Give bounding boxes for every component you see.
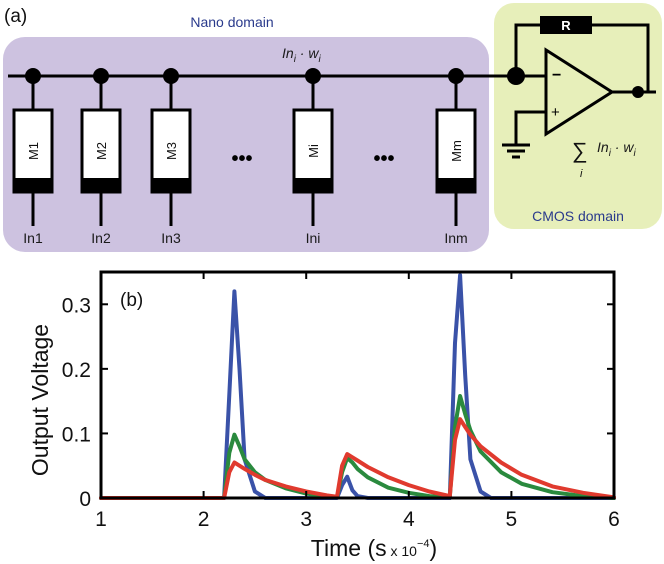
y-tick-label: 0 — [79, 488, 91, 511]
series-line-2 — [99, 394, 616, 500]
input-label: Ini — [306, 230, 321, 246]
noninverting-input-wire — [514, 110, 546, 145]
y-axis-label: Output Voltage — [27, 324, 53, 476]
output-voltage-chart: 1 2 3 4 5 6 0 0.1 0.2 0.3 (b) Output Voltage Time… — [27, 270, 620, 561]
chart-plot-area: 1 2 3 4 5 6 0 0.1 0.2 0.3 — [62, 270, 620, 531]
summation-symbol: ∑ — [572, 138, 588, 163]
series-line-1 — [99, 273, 616, 500]
memristor-polarity-band — [14, 178, 52, 192]
panel-a-label: (a) — [4, 6, 27, 27]
series-line-3 — [99, 417, 616, 500]
memristor-polarity-band — [294, 178, 332, 192]
opamp-symbol — [544, 47, 615, 137]
summation-index: i — [580, 168, 583, 180]
memristor-i: Mi Ini — [292, 68, 334, 246]
feedback-wire-left — [514, 23, 540, 76]
output-node-dot — [632, 86, 644, 98]
sum-node-label: Ini · wi — [282, 45, 321, 65]
ellipsis-right: ••• — [373, 148, 394, 170]
nano-domain-region — [3, 37, 489, 252]
feedback-wire-right — [592, 23, 650, 92]
input-label: In1 — [23, 230, 43, 246]
transimpedance-amplifier: R − + ∑ i Ini · wi — [502, 16, 656, 180]
memristor-3: M3 In3 — [150, 68, 192, 246]
resistor-label: R — [561, 18, 571, 33]
panel-b-label: (b) — [120, 290, 143, 311]
memristor-label: M3 — [164, 142, 179, 160]
memristor-label: Mm — [449, 140, 464, 162]
memristor-2: M2 In2 — [80, 68, 122, 246]
output-expression: Ini · wi — [597, 139, 636, 159]
circuit-diagram: (a) Nano domain CMOS domain Ini · wi M1 … — [3, 3, 662, 252]
ellipsis-left: ••• — [231, 148, 252, 170]
cmos-domain-region — [494, 3, 662, 229]
memristor-label: M2 — [94, 142, 109, 160]
memristor-polarity-band — [152, 178, 190, 192]
plot-frame — [99, 270, 616, 500]
memristor-m: Mm Inm — [435, 68, 477, 246]
y-tick-label: 0.2 — [62, 359, 91, 382]
memristor-polarity-band — [437, 178, 475, 192]
memristor-1: M1 In1 — [12, 68, 54, 246]
y-tick-label: 0.3 — [62, 294, 91, 317]
x-tick-label: 6 — [608, 508, 620, 531]
ground-icon — [502, 143, 530, 159]
opamp-minus-sign: − — [552, 67, 561, 84]
cmos-domain-label: CMOS domain — [532, 208, 624, 224]
feedback-resistor — [540, 16, 592, 34]
x-tick-label: 5 — [506, 508, 518, 531]
memristor-label: M1 — [26, 142, 41, 160]
memristor-label: Mi — [306, 144, 321, 158]
input-label: In3 — [161, 230, 181, 246]
y-tick-label: 0.1 — [62, 423, 91, 446]
input-label: Inm — [444, 230, 467, 246]
input-label: In2 — [91, 230, 111, 246]
opamp-plus-sign: + — [551, 104, 560, 121]
x-tick-label: 4 — [403, 508, 415, 531]
nano-domain-label: Nano domain — [190, 14, 273, 30]
memristor-polarity-band — [82, 178, 120, 192]
x-tick-label: 2 — [198, 508, 210, 531]
x-tick-label: 3 — [300, 508, 312, 531]
x-tick-label: 1 — [95, 508, 107, 531]
x-axis-label: Time (s x 10−4) — [311, 535, 437, 561]
